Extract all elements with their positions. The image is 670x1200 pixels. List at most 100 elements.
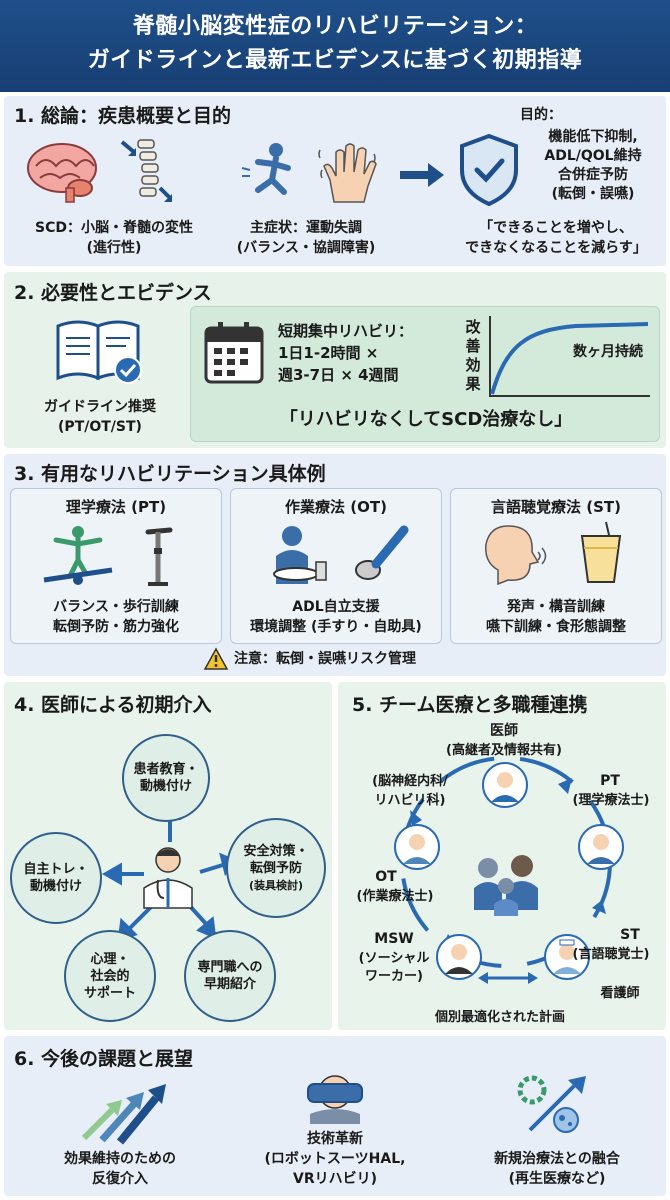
purpose-4: (転倒・誤嚥) — [551, 186, 635, 202]
circle-psychosocial: 心理・ 社会的 サポート — [64, 930, 156, 1022]
ot-card — [230, 488, 442, 644]
team-ot: OT — [375, 869, 397, 885]
team-msw-2: ワーカー) — [365, 969, 423, 984]
sustained-label: 数ヶ月持続 — [573, 344, 643, 360]
intensive-weekly: 週3-7日 × 4週間 — [278, 366, 399, 384]
section-1-title: 1. 総論：疾患概要と目的 — [14, 105, 232, 127]
team-ot-sub: (作業療法士) — [356, 889, 434, 904]
scd-description: SCD：小脳・脊髄の変性 — [35, 220, 193, 236]
section-2-title: 2. 必要性とエビデンス — [14, 282, 212, 304]
pt-title: 理学療法 (PT) — [65, 498, 167, 516]
rising-arrows-icon — [81, 1084, 166, 1145]
team-nurse: 看護師 — [600, 986, 640, 1001]
purpose-3: 合併症予防 — [558, 167, 628, 183]
msw-avatar — [436, 934, 482, 980]
circle-patient-education-label: 患者教育・ 動機付け — [133, 762, 199, 794]
circle-safety: 安全対策・ 転倒予防 (装具検討) — [226, 818, 326, 918]
adaptive-spoon-icon — [355, 525, 409, 580]
section-3-title: 3. 有用なリハビリテーション具体例 — [14, 463, 326, 485]
circle-early-referral-label: 専門職への 早期紹介 — [197, 960, 263, 992]
thickened-drink-icon — [580, 521, 622, 583]
section-5-title: 5. チーム医療と多職種連携 — [352, 694, 588, 716]
circle-early-referral: 専門職への 早期紹介 — [184, 930, 276, 1022]
nurse-avatar — [544, 934, 590, 980]
section-6-title: 6. 今後の課題と展望 — [14, 1048, 194, 1070]
team-st: ST — [620, 927, 640, 943]
guideline-recommend: ガイドライン推奨 — [44, 399, 156, 415]
st-title: 言語聴覚療法 (ST) — [491, 498, 621, 516]
circle-patient-education: 患者教育・ 動機付け — [122, 734, 210, 822]
brain-icon — [27, 143, 97, 203]
outlook-1-line-1: 効果維持のための — [64, 1151, 176, 1167]
quote-line-1: 「できることを増やし、 — [479, 220, 633, 236]
title-line-2: ガイドラインと最新エビデンスに基づく初期指導 — [87, 48, 583, 73]
circle-psychosocial-label: 心理・ 社会的 サポート — [83, 951, 136, 1001]
ot-item-1: ADL自立支援 — [292, 599, 380, 615]
ot-avatar — [394, 824, 440, 870]
tremor-hand-icon — [318, 143, 377, 203]
circle-self-training: 自主トレ・ 動機付け — [10, 832, 102, 924]
purpose-2: ADL/QOL維持 — [544, 148, 642, 164]
circle-self-training-label: 自主トレ・ 動機付け — [23, 862, 89, 894]
outlook-3-line-2: (再生医療など) — [508, 1171, 606, 1187]
intensive-title: 短期集中リハビリ： — [278, 322, 414, 340]
caution-note: 注意：転倒・誤嚥リスク管理 — [234, 651, 416, 667]
spine-icon — [120, 139, 172, 202]
outlook-2-line-1: 技術革新 — [307, 1131, 363, 1147]
scd-progressive: (進行性) — [86, 240, 142, 256]
slogan: 「リハビリなくしてSCD治療なし」 — [279, 409, 573, 430]
cane-icon — [145, 527, 173, 586]
outlook-3-line-1: 新規治療法との融合 — [494, 1151, 620, 1167]
section-4-title: 4. 医師による初期介入 — [14, 694, 212, 716]
team-plan: 個別最適化された計画 — [434, 1010, 565, 1025]
vr-headset-icon — [307, 1075, 363, 1124]
yaxis-char-4: 果 — [465, 375, 481, 393]
guideline-disciplines: (PT/OT/ST) — [58, 419, 142, 435]
team-pt-sub: (理学療法士) — [572, 793, 650, 808]
yaxis-char-2: 善 — [465, 337, 481, 355]
outlook-2-line-2: (ロボットスーツHAL, — [264, 1151, 406, 1167]
purpose-1: 機能低下抑制, — [548, 129, 638, 145]
circle-safety-label: 安全対策・ 転倒予防 — [243, 843, 309, 876]
eating-person-icon — [273, 526, 327, 584]
stumbling-person-icon — [241, 143, 291, 195]
main-symptom: 主症状：運動失調 — [250, 220, 362, 236]
st-card — [450, 488, 662, 644]
team-msw-1: (ソーシャル — [358, 951, 430, 966]
page-header: 脊髄小脳変性症のリハビリテーション： ガイドラインと最新エビデンスに基づく初期指… — [0, 0, 670, 92]
warning-icon — [203, 647, 229, 670]
symptom-detail: (バランス・協調障害) — [236, 240, 376, 256]
yaxis-char-1: 改 — [465, 318, 481, 336]
pt-item-1: バランス・歩行訓練 — [53, 599, 179, 615]
balance-board-icon — [43, 526, 113, 585]
speaking-face-icon — [485, 525, 547, 586]
circle-safety-sub: (装具検討) — [248, 878, 304, 892]
pt-avatar — [578, 824, 624, 870]
doctor-avatar — [482, 762, 528, 808]
guideline-book-icon — [56, 320, 142, 384]
purpose-title: 目的： — [520, 107, 562, 123]
ot-item-2: 環境調整 (手すり・自助具) — [250, 619, 422, 635]
pt-card — [10, 488, 222, 644]
pt-item-2: 転倒予防・筋力強化 — [53, 619, 179, 635]
outlook-2-line-3: VRリハビリ) — [292, 1171, 377, 1187]
regenerative-medicine-icon — [517, 1075, 586, 1133]
outlook-1-line-2: 反復介入 — [92, 1171, 148, 1187]
quote-line-2: できなくなることを減らす」 — [465, 240, 647, 256]
team-st-sub: (言語聴覚士) — [572, 947, 650, 962]
team-doctor-sub: (高継者及情報共有) — [446, 743, 562, 758]
improvement-curve — [489, 316, 650, 397]
team-neuro-2: リハビリ科) — [374, 793, 446, 808]
team-neuro-1: (脳神経内科/ — [372, 774, 448, 789]
team-doctor: 医師 — [490, 723, 518, 739]
ot-title: 作業療法 (OT) — [285, 498, 387, 516]
calendar-icon — [204, 322, 264, 384]
family-icon — [474, 855, 538, 916]
evidence-card — [190, 306, 660, 442]
right-arrow-icon — [400, 163, 444, 187]
intensive-daily: 1日1-2時間 × — [278, 344, 379, 362]
st-item-2: 嚥下訓練・食形態調整 — [486, 619, 626, 635]
team-msw: MSW — [374, 931, 414, 947]
st-item-1: 発声・構音訓練 — [507, 599, 605, 615]
team-pt: PT — [600, 773, 620, 789]
